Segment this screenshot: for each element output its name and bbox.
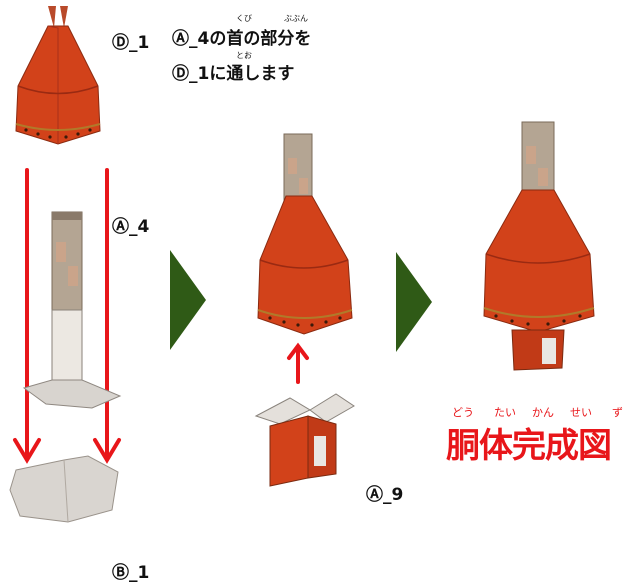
- part-b1-image: [9, 455, 119, 523]
- instruction-line-1: Ⓐ_4の首の部分を: [172, 29, 312, 49]
- assembly-step-image: [257, 133, 353, 335]
- part-a4-image: [22, 211, 122, 409]
- label-d1: Ⓓ_1: [112, 33, 150, 53]
- instruction-line-2: Ⓓ_1に通します: [172, 64, 295, 84]
- part-d1-image: [15, 6, 101, 145]
- ruby-kubi: くび: [236, 14, 252, 23]
- label-a9: Ⓐ_9: [366, 485, 404, 505]
- ruby-kan: かん: [532, 406, 554, 419]
- attach-arrow: [287, 342, 309, 384]
- insert-arrows: [13, 168, 121, 464]
- ruby-bubun: ぶぶん: [284, 14, 308, 23]
- ruby-dou: どう: [452, 406, 474, 419]
- ruby-too: とお: [236, 51, 252, 60]
- completion-title: 胴体完成図: [446, 426, 612, 466]
- label-b1: Ⓑ_1: [112, 563, 150, 583]
- ruby-tai: たい: [494, 406, 516, 419]
- label-a4: Ⓐ_4: [112, 217, 150, 237]
- completed-body-image: [483, 121, 595, 371]
- part-a9-image: [254, 393, 355, 487]
- ruby-sei: せい: [570, 406, 592, 419]
- ruby-zu: ず: [612, 406, 623, 419]
- step-arrow-1: [170, 250, 206, 350]
- step-arrow-2: [396, 252, 432, 352]
